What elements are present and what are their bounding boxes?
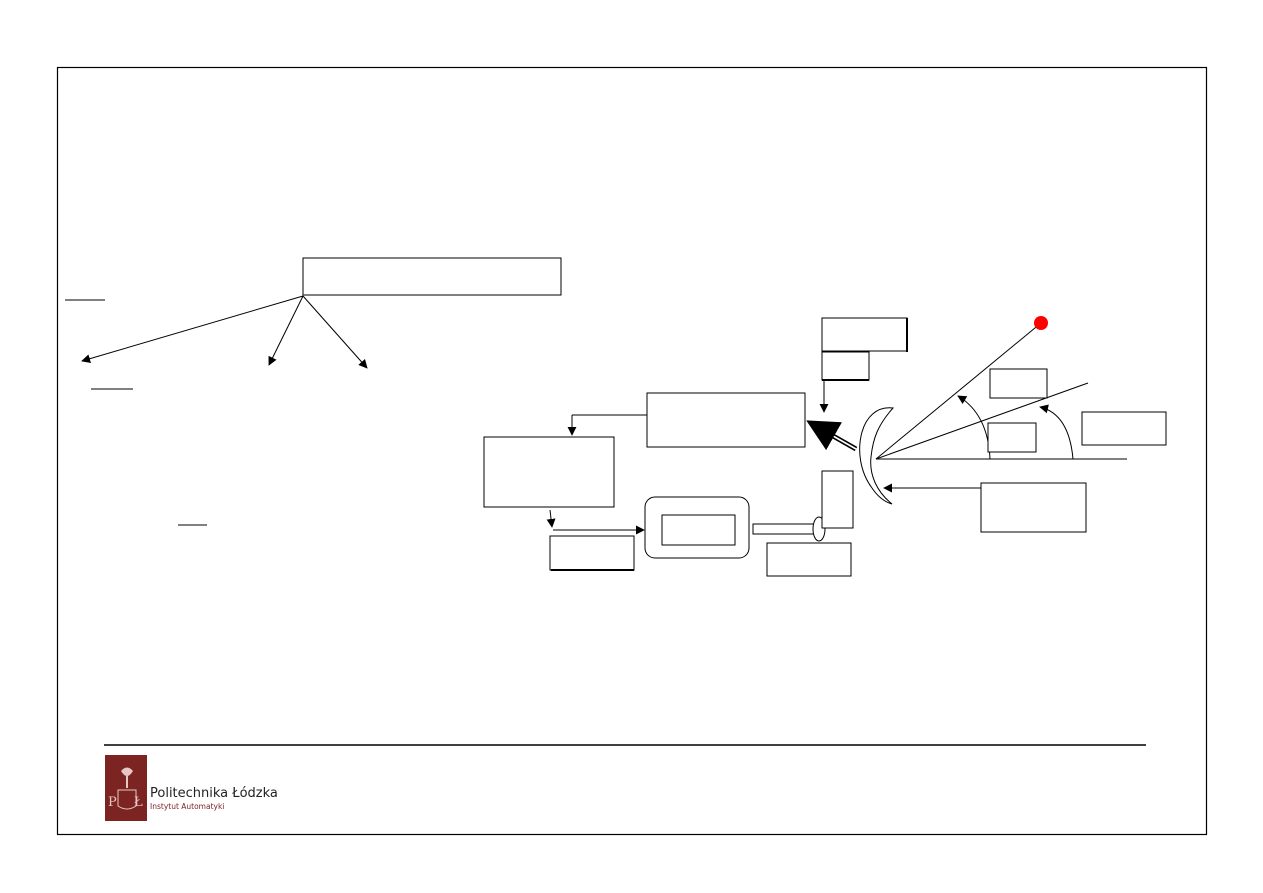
motor-inner-box: [661, 514, 736, 546]
controller-down-arrow: [546, 509, 556, 528]
angle-label-box-1: [989, 368, 1048, 399]
institution-name: Politechnika Łódzka: [150, 786, 278, 801]
slide-frame: [56, 66, 1208, 836]
antenna-mount-box: [821, 470, 854, 529]
signal-arrow-core: [811, 423, 857, 450]
angle-arc-axis: [1039, 404, 1074, 460]
politechnika-lodzka-crest-icon: P Ł: [105, 755, 147, 821]
svg-text:Ł: Ł: [134, 795, 143, 810]
shaft-label-box: [766, 542, 852, 577]
motor-shaft: [752, 523, 817, 535]
tree-arrow-left: [81, 295, 304, 364]
receiver-label-box: [821, 317, 908, 352]
receiver-sublabel-box: [821, 351, 870, 381]
svg-text:P: P: [108, 795, 117, 810]
target-dot: [1034, 316, 1048, 330]
target-beam-line: [875, 322, 1042, 460]
tree-arrow-middle: [268, 295, 304, 366]
angle-label-box-3: [1081, 411, 1167, 446]
institution-logo-text: Politechnika Łódzka Instytut Automatyki: [150, 786, 278, 812]
tree-arrow-right: [302, 295, 368, 369]
angle-label-box-2: [987, 422, 1037, 453]
controller-label-box: [549, 535, 635, 571]
antenna-axis-line: [875, 382, 1089, 460]
processor-box: [646, 392, 806, 448]
controller-box: [483, 436, 615, 508]
institute-name: Instytut Automatyki: [150, 802, 225, 811]
tree-root-box: [302, 257, 562, 296]
antenna-dish: [859, 407, 895, 505]
drive-label-box: [980, 482, 1087, 533]
